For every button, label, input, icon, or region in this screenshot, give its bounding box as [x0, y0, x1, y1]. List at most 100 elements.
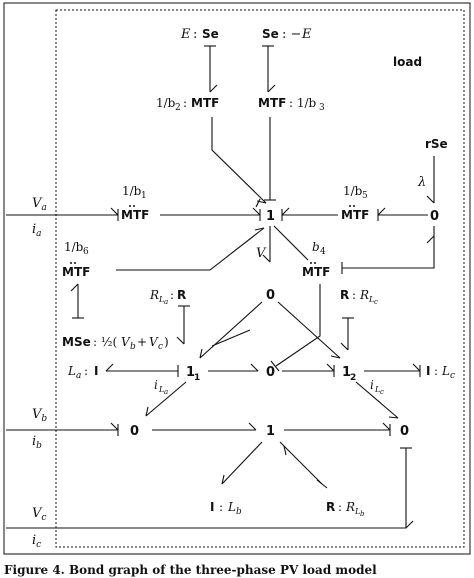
svg-text:1/b: 1/b	[343, 184, 363, 198]
lambda-signal: λ	[417, 175, 426, 190]
svg-text:3: 3	[319, 103, 325, 113]
svg-text:R: R	[326, 500, 335, 514]
svg-text:E: E	[301, 27, 312, 42]
mtf-b3: MTF : 1/b 3	[258, 96, 325, 113]
svg-text:Se: Se	[202, 27, 219, 41]
junction-1-2: 1 2	[342, 365, 356, 383]
mtf-b1: 1/b 1 MTF	[121, 184, 149, 222]
svg-text:b: b	[312, 240, 320, 254]
svg-text::: :	[434, 364, 438, 378]
svg-text:+: +	[137, 335, 147, 349]
svg-text:L: L	[227, 500, 236, 514]
svg-text:MTF: MTF	[62, 265, 90, 279]
svg-text:a: a	[164, 388, 168, 396]
svg-text:a: a	[76, 371, 81, 381]
junction-0-center: 0	[266, 288, 275, 303]
svg-text:: −: : −	[282, 27, 301, 42]
svg-text::: :	[352, 288, 356, 302]
svg-text:2: 2	[350, 373, 356, 383]
svg-text:V: V	[149, 335, 159, 349]
mtf-b5: 1/b 5 MTF	[341, 184, 369, 222]
load-subsystem-boundary	[55, 9, 465, 548]
resistor-r-la: R L a : R	[149, 288, 186, 306]
mtf-b2: 1/b 2 : MTF	[156, 96, 219, 113]
svg-text::: :	[193, 27, 197, 42]
svg-text:I: I	[210, 500, 214, 514]
svg-text:b: b	[360, 510, 365, 518]
svg-text:I: I	[426, 364, 430, 378]
figure-caption: Figure 4. Bond graph of the three-phase …	[4, 563, 377, 577]
svg-text::: :	[219, 500, 223, 514]
svg-text:c: c	[158, 342, 163, 352]
junction-0-c: 0	[400, 424, 409, 439]
inductor-l-a: L a : I	[67, 364, 98, 381]
svg-text:L: L	[354, 507, 360, 516]
port-va-voltage: Va	[32, 196, 47, 213]
current-i-lc: i L c	[370, 378, 384, 396]
svg-text:1/b: 1/b	[64, 240, 84, 254]
svg-text:MTF: MTF	[302, 265, 330, 279]
svg-text:): )	[164, 335, 169, 349]
svg-text:L: L	[67, 364, 76, 378]
svg-text:R: R	[340, 288, 349, 302]
svg-text:L: L	[158, 295, 164, 304]
svg-text:: 1/b: : 1/b	[289, 96, 317, 110]
rse-source: rSe	[425, 137, 448, 151]
junction-1-b: 1	[266, 424, 275, 439]
svg-text:6: 6	[83, 247, 89, 257]
svg-text:c: c	[374, 298, 378, 306]
svg-text:L: L	[441, 364, 450, 378]
svg-text:b: b	[130, 342, 136, 352]
svg-text:MTF: MTF	[121, 208, 149, 222]
svg-text::: :	[84, 364, 88, 378]
svg-text:E: E	[180, 27, 191, 42]
source-se-neg-e: Se : − E	[262, 27, 312, 42]
svg-text:MTF: MTF	[258, 96, 286, 110]
svg-text::: :	[338, 500, 342, 514]
svg-text:V: V	[121, 335, 131, 349]
svg-text:L: L	[158, 385, 164, 394]
mse-source: MSe : ½( V b + V c )	[62, 335, 169, 352]
svg-text::: :	[170, 288, 174, 302]
svg-text:R: R	[359, 288, 369, 302]
svg-text:1: 1	[194, 373, 200, 383]
subsystem-label: load	[393, 55, 422, 69]
outer-frame	[3, 2, 471, 555]
v-signal: V	[256, 246, 267, 261]
current-i-la: i L a	[154, 378, 168, 396]
svg-text:i: i	[370, 378, 374, 392]
port-vb-voltage: Vb	[32, 407, 47, 424]
junction-1-1: 1 1	[186, 365, 200, 383]
svg-text:c: c	[450, 371, 455, 381]
junction-1-main: 1	[266, 209, 275, 224]
svg-text:Se: Se	[262, 27, 279, 41]
svg-text:L: L	[368, 295, 374, 304]
svg-text:MSe: MSe	[62, 335, 91, 349]
resistor-r-lc: R : R L c	[340, 288, 378, 306]
svg-text:i: i	[154, 378, 158, 392]
svg-text:b: b	[236, 507, 242, 517]
svg-text:L: L	[374, 385, 380, 394]
svg-text:R: R	[177, 288, 186, 302]
svg-text:1: 1	[186, 365, 195, 380]
svg-text:1/b: 1/b	[156, 96, 176, 110]
svg-text:MTF: MTF	[191, 96, 219, 110]
svg-text::: :	[183, 96, 187, 110]
svg-text:: ½(: : ½(	[93, 335, 117, 349]
svg-text:1: 1	[141, 191, 147, 201]
mtf-b6: 1/b 6 MTF	[62, 240, 90, 279]
inductor-l-b: I : L b	[210, 500, 242, 517]
svg-text:1/b: 1/b	[122, 184, 142, 198]
svg-text:c: c	[380, 388, 384, 396]
port-vc-current: ic	[32, 533, 41, 550]
svg-text:4: 4	[320, 247, 326, 257]
port-vc-voltage: Vc	[32, 506, 46, 523]
svg-text:I: I	[94, 364, 98, 378]
svg-text:a: a	[164, 298, 168, 306]
mtf-b4: b 4 MTF	[302, 240, 330, 279]
source-se-e: E : Se	[180, 27, 219, 42]
svg-text:5: 5	[362, 191, 368, 201]
junction-0-b: 0	[130, 424, 139, 439]
resistor-r-lb: R : R L b	[326, 500, 365, 518]
